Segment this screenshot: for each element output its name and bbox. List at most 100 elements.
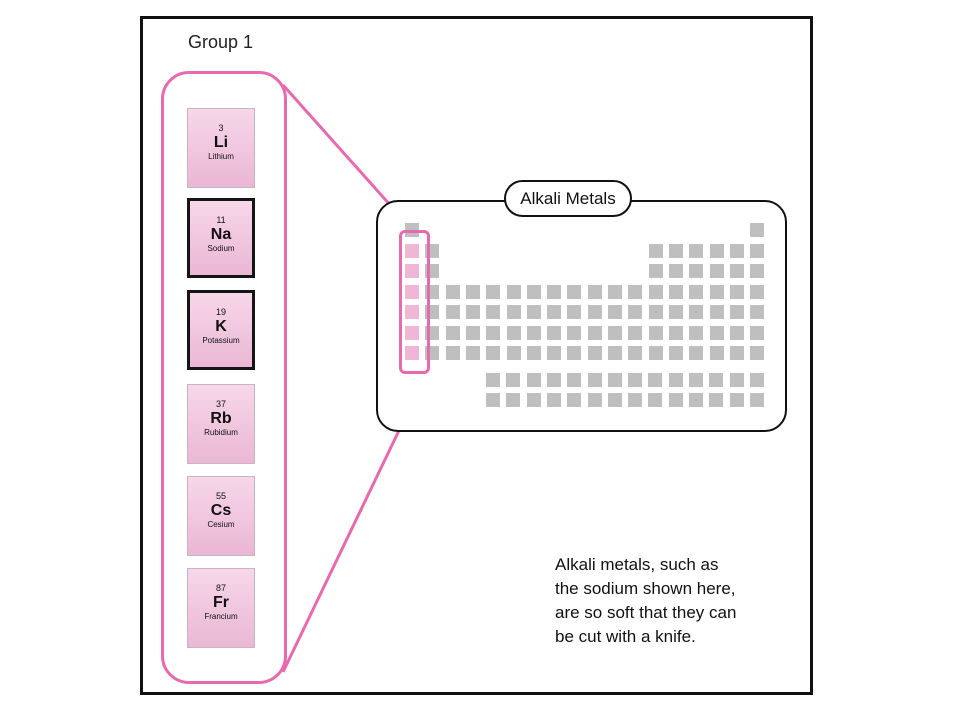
periodic-table-cell xyxy=(608,346,622,360)
element-symbol: Rb xyxy=(210,410,232,427)
periodic-table-cell xyxy=(588,393,602,407)
periodic-table-cell xyxy=(710,264,724,278)
element-name: Lithium xyxy=(208,152,234,161)
periodic-table-cell xyxy=(608,393,622,407)
atomic-number: 87 xyxy=(215,583,226,593)
periodic-table-cell xyxy=(750,223,764,237)
periodic-table-cell xyxy=(750,393,764,407)
periodic-table-cell xyxy=(730,305,744,319)
element-symbol: Cs xyxy=(210,502,232,519)
periodic-table-cell xyxy=(730,393,744,407)
element-name: Cesium xyxy=(207,520,235,529)
periodic-table-cell xyxy=(669,264,683,278)
periodic-table-cell xyxy=(628,393,642,407)
periodic-table-cell xyxy=(567,373,581,387)
periodic-table-cell xyxy=(486,393,500,407)
periodic-table-cell xyxy=(527,393,541,407)
group-1-column-outline xyxy=(161,71,287,684)
alkali-metal-cell xyxy=(405,346,419,360)
periodic-table-cell xyxy=(588,346,602,360)
element-tile-francium: 87 Fr Francium xyxy=(187,568,255,648)
periodic-table-cell xyxy=(507,305,521,319)
periodic-table-cell xyxy=(730,326,744,340)
periodic-table-cell xyxy=(466,285,480,299)
periodic-table-cell xyxy=(710,285,724,299)
periodic-table-cell xyxy=(608,285,622,299)
periodic-table-cell xyxy=(506,373,520,387)
periodic-table-cell xyxy=(567,285,581,299)
periodic-table-cell xyxy=(730,285,744,299)
periodic-table-cell xyxy=(669,244,683,258)
periodic-table-cell xyxy=(730,373,744,387)
element-tile-rubidium: 37 Rb Rubidium xyxy=(187,384,255,464)
periodic-table-cell xyxy=(669,285,683,299)
periodic-table-cell xyxy=(649,346,663,360)
element-symbol: K xyxy=(215,318,227,335)
periodic-table-cell xyxy=(506,393,520,407)
periodic-table-cell xyxy=(649,264,663,278)
periodic-table-cell xyxy=(486,373,500,387)
periodic-table-cell xyxy=(669,393,683,407)
periodic-table-cell xyxy=(710,346,724,360)
periodic-table-cell xyxy=(486,326,500,340)
periodic-table-cell xyxy=(750,326,764,340)
periodic-table-cell xyxy=(547,305,561,319)
element-tile-sodium: 11 Na Sodium xyxy=(187,198,255,278)
element-tile-potassium: 19 K Potassium xyxy=(187,290,255,370)
periodic-table-cell xyxy=(689,346,703,360)
periodic-table-cell xyxy=(446,305,460,319)
periodic-table-cell xyxy=(466,305,480,319)
periodic-table-cell xyxy=(669,305,683,319)
periodic-table-cell xyxy=(750,373,764,387)
element-name: Francium xyxy=(204,612,238,621)
element-symbol: Na xyxy=(210,226,232,243)
element-symbol: Fr xyxy=(213,594,229,611)
element-tile-cesium: 55 Cs Cesium xyxy=(187,476,255,556)
periodic-table-cell xyxy=(750,264,764,278)
alkali-column-highlight xyxy=(399,230,430,374)
caption-line: be cut with a knife. xyxy=(555,627,696,646)
periodic-table-cell xyxy=(608,305,622,319)
periodic-table-cell xyxy=(547,373,561,387)
periodic-table-cell xyxy=(527,346,541,360)
periodic-table-cell xyxy=(669,373,683,387)
periodic-table-cell xyxy=(567,326,581,340)
periodic-table-cell xyxy=(689,264,703,278)
periodic-table-cell xyxy=(588,373,602,387)
atomic-number: 37 xyxy=(215,399,226,409)
periodic-table-cell xyxy=(486,305,500,319)
periodic-table-cell xyxy=(507,285,521,299)
periodic-table-cell xyxy=(588,326,602,340)
periodic-table-cell xyxy=(710,305,724,319)
periodic-table-cell xyxy=(730,244,744,258)
caption-line: the sodium shown here, xyxy=(555,579,736,598)
periodic-table-cell xyxy=(486,346,500,360)
atomic-number: 55 xyxy=(215,491,226,501)
periodic-table-cell xyxy=(547,326,561,340)
alkali-metal-cell xyxy=(405,326,419,340)
periodic-table-cell xyxy=(588,285,602,299)
periodic-table-cell xyxy=(446,285,460,299)
periodic-table-cell xyxy=(669,326,683,340)
periodic-table-cell xyxy=(648,393,662,407)
atomic-number: 3 xyxy=(218,123,224,133)
element-symbol: Li xyxy=(213,134,229,151)
periodic-table-cell xyxy=(527,285,541,299)
periodic-table-cell xyxy=(628,326,642,340)
periodic-table-cell xyxy=(750,244,764,258)
periodic-table-cell xyxy=(730,264,744,278)
periodic-table-cell xyxy=(547,346,561,360)
periodic-table-cell xyxy=(547,285,561,299)
periodic-table-cell xyxy=(750,305,764,319)
periodic-table-cell xyxy=(446,346,460,360)
periodic-table-cell xyxy=(649,305,663,319)
periodic-table-cell xyxy=(507,346,521,360)
element-name: Rubidium xyxy=(204,428,238,437)
periodic-table-cell xyxy=(608,373,622,387)
atomic-number: 11 xyxy=(216,215,226,225)
periodic-table-cell xyxy=(689,393,703,407)
periodic-table-cell xyxy=(689,305,703,319)
periodic-table-cell xyxy=(689,244,703,258)
periodic-table-cell xyxy=(466,326,480,340)
periodic-table-cell xyxy=(628,373,642,387)
